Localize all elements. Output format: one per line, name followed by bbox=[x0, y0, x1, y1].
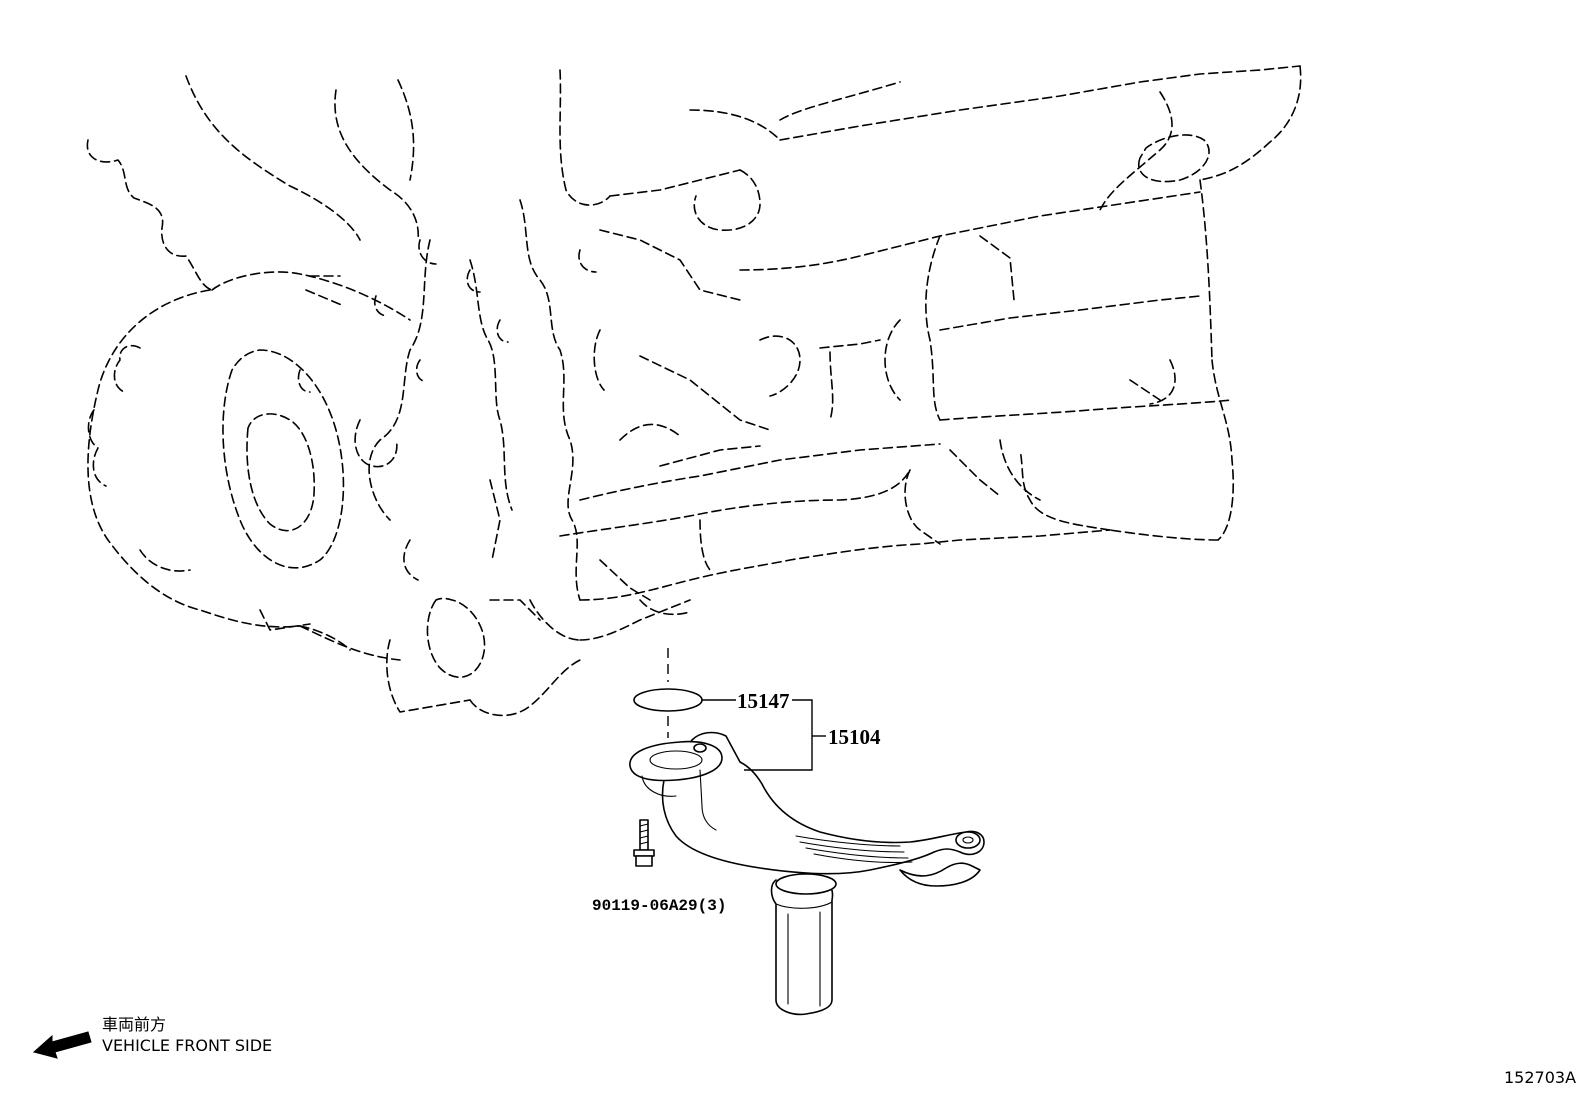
part-number-15104: 15104 bbox=[828, 725, 881, 749]
part-number-15147: 15147 bbox=[737, 689, 790, 713]
transmission-outline bbox=[86, 65, 1302, 717]
gasket-15147-shape bbox=[633, 688, 703, 712]
bolt-shape bbox=[633, 819, 655, 867]
front-direction-arrow-icon bbox=[32, 1031, 92, 1059]
oil-strainer-shape bbox=[629, 731, 985, 1016]
leader-15104-bracket bbox=[744, 699, 813, 771]
legend-japanese-text: 車両前方 bbox=[102, 1015, 166, 1034]
figure-code: 152703A bbox=[1504, 1068, 1576, 1087]
vehicle-front-legend: 車両前方 VEHICLE FRONT SIDE bbox=[32, 1015, 272, 1059]
legend-english-text: VEHICLE FRONT SIDE bbox=[102, 1036, 272, 1055]
part-number-bolt: 90119-06A29(3) bbox=[592, 897, 726, 915]
